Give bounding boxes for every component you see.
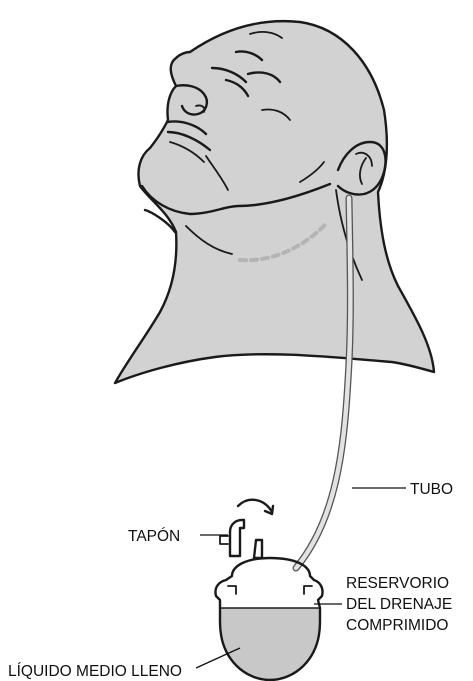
cap [220,500,273,558]
rotation-arrow-icon [238,500,272,512]
tube-label: TUBO [410,481,453,498]
reservoir-label-line1: RESERVORIO [346,575,449,592]
patient-head-neck [115,21,434,383]
fluid-fill [220,608,320,680]
fluid-label: LÍQUIDO MEDIO LLENO [8,663,182,680]
cap-label: TAPÓN [128,528,180,545]
reservoir-label-line3: COMPRIMIDO [346,617,448,634]
drain-reservoir [215,558,322,680]
reservoir-label-line2: DEL DRENAJE [346,596,452,613]
